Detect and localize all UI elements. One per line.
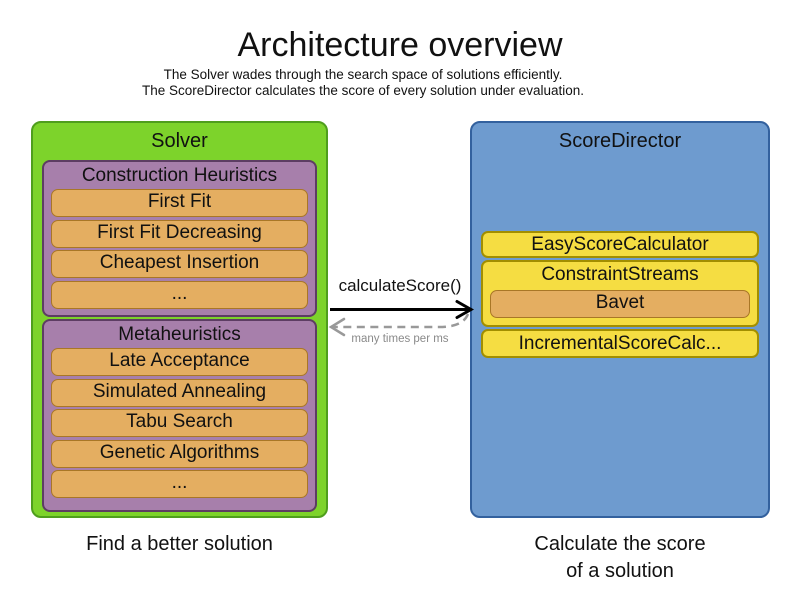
score-director-caption-line-1: Calculate the score [534, 533, 706, 555]
item-tabu-search: Tabu Search [51, 409, 308, 437]
page-subtitle: The Solver wades through the search spac… [0, 67, 726, 98]
score-director-caption: Calculate the score of a solution [470, 531, 770, 585]
construction-heuristics-group: Construction Heuristics First Fit First … [42, 160, 317, 317]
item-cheapest-insertion: Cheapest Insertion [51, 250, 308, 278]
construction-heuristics-title: Construction Heuristics [81, 165, 278, 186]
constraint-streams-label: ConstraintStreams [541, 264, 699, 285]
arrowhead-left-icon [328, 317, 346, 337]
score-director-caption-line-2: of a solution [566, 560, 674, 582]
score-director-box-title: ScoreDirector [558, 130, 682, 152]
easy-score-calculator-box: EasyScoreCalculator [481, 231, 759, 258]
solver-caption: Find a better solution [86, 533, 273, 555]
metaheuristics-group: Metaheuristics Late Acceptance Simulated… [42, 319, 317, 512]
item-late-acceptance: Late Acceptance [51, 348, 308, 376]
page-title: Architecture overview [237, 26, 563, 64]
subtitle-line-2: The ScoreDirector calculates the score o… [142, 82, 584, 98]
arrow-frequency-label: many times per ms [351, 333, 449, 345]
solver-box-title: Solver [151, 130, 208, 152]
item-genetic-algorithms: Genetic Algorithms [51, 439, 308, 468]
solver-box: Solver Construction Heuristics First Fit… [31, 121, 328, 518]
calculate-score-arrow [328, 300, 475, 337]
item-simulated-annealing: Simulated Annealing [51, 378, 308, 407]
item-construction-ellipsis: ... [51, 280, 308, 309]
item-first-fit-decreasing: First Fit Decreasing [51, 219, 308, 248]
arrowhead-right-icon [455, 300, 475, 319]
bavet-box: Bavet [490, 290, 750, 318]
item-first-fit: First Fit [51, 189, 308, 217]
incremental-score-calculator-box: IncrementalScoreCalc... [481, 329, 759, 358]
subtitle-line-1: The Solver wades through the search spac… [163, 67, 563, 82]
metaheuristics-title: Metaheuristics [118, 324, 241, 345]
constraint-streams-box: ConstraintStreams Bavet [481, 260, 759, 327]
item-metaheuristics-ellipsis: ... [51, 470, 308, 498]
calculate-score-arrow-label: calculateScore() [338, 276, 462, 295]
dashed-arrow-shaft [333, 313, 470, 329]
score-director-box: ScoreDirector EasyScoreCalculator Constr… [470, 121, 770, 518]
